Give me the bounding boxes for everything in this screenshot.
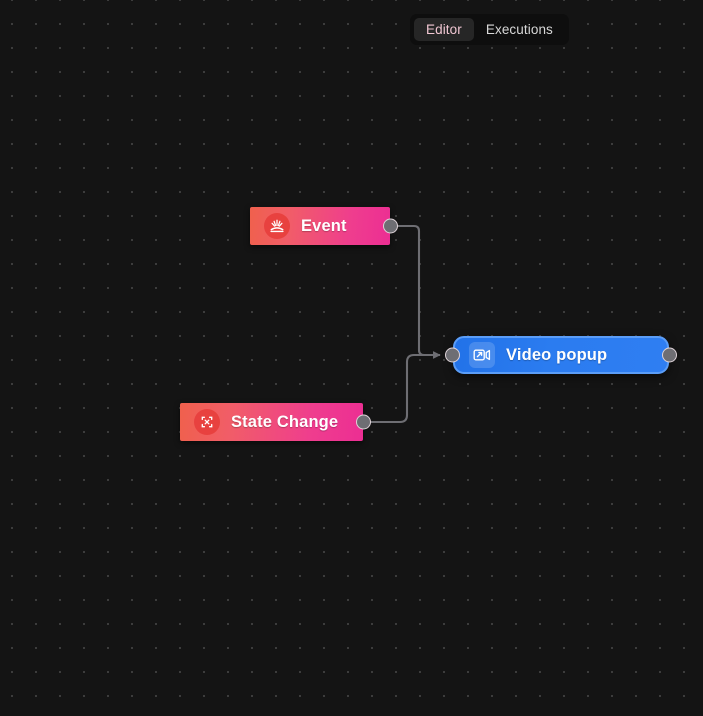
node-video-popup-body[interactable]: Video popup bbox=[453, 336, 669, 374]
node-event-label: Event bbox=[301, 216, 347, 235]
tab-executions-label: Executions bbox=[485, 21, 553, 37]
node-video-popup-output-port[interactable] bbox=[662, 347, 677, 363]
state-change-icon bbox=[194, 409, 220, 435]
node-event-body[interactable]: Event bbox=[250, 207, 390, 245]
tab-editor[interactable]: Editor bbox=[414, 18, 474, 41]
tab-editor-label: Editor bbox=[426, 21, 462, 37]
edge-state-change-to-video-popup[interactable] bbox=[364, 351, 441, 424]
node-state-change[interactable]: State Change bbox=[180, 403, 371, 441]
node-event-output-port[interactable] bbox=[383, 218, 398, 234]
tab-executions[interactable]: Executions bbox=[474, 18, 565, 41]
node-state-change-body[interactable]: State Change bbox=[180, 403, 363, 441]
edge-event-to-video-popup[interactable] bbox=[391, 224, 441, 359]
video-popup-icon bbox=[469, 342, 495, 368]
node-event[interactable]: Event bbox=[250, 207, 398, 245]
node-video-popup-input-port[interactable] bbox=[445, 347, 460, 363]
node-video-popup[interactable]: Video popup bbox=[445, 336, 677, 374]
explosion-icon bbox=[264, 213, 290, 239]
view-mode-toggle: Editor Executions bbox=[410, 14, 569, 45]
node-state-change-output-port[interactable] bbox=[356, 414, 371, 430]
node-video-popup-label: Video popup bbox=[506, 345, 608, 364]
node-state-change-label: State Change bbox=[231, 412, 339, 431]
